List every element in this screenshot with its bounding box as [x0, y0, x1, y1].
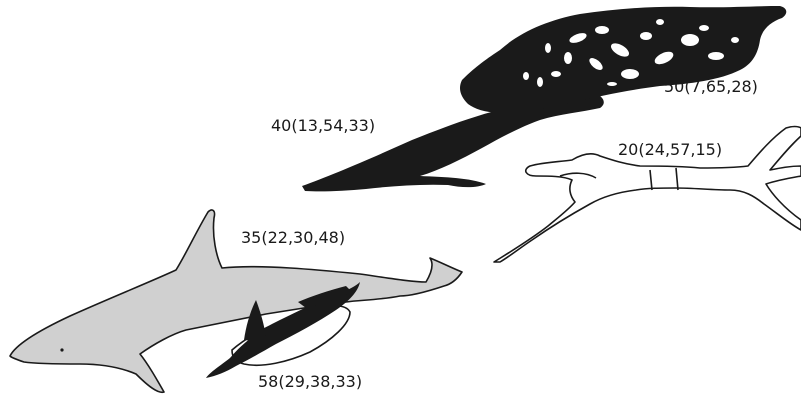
sea-lion-label: 40(13,54,33) [271, 118, 375, 134]
grey-seal-label: 50(7,65,28) [664, 79, 758, 95]
human-swimmer-label: 20(24,57,15) [618, 142, 722, 158]
grey-seal-illustration [460, 6, 786, 113]
penguin-label: 58(29,38,33) [258, 374, 362, 390]
dolphin-label: 35(22,30,48) [241, 230, 345, 246]
